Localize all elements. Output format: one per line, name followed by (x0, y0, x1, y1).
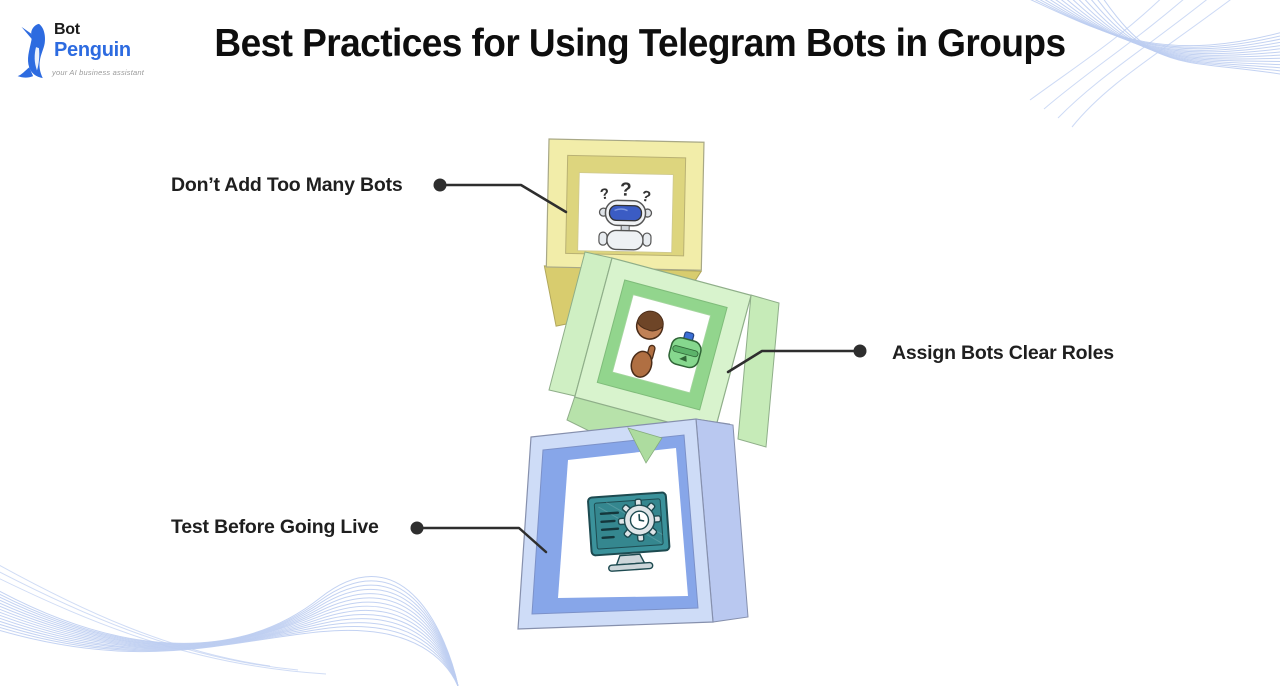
wave-decoration-bottom-left (0, 564, 459, 686)
practice-label-test-before-going-live: Test Before Going Live (171, 516, 379, 538)
green-box-bottom-corner (627, 427, 663, 464)
monitor-testing-icon (587, 491, 671, 572)
connector-dot-2 (853, 344, 867, 358)
page-title: Best Practices for Using Telegram Bots i… (214, 22, 1066, 65)
practice-label-assign-bots-clear-roles: Assign Bots Clear Roles (892, 342, 1114, 364)
wave-decoration-top-right (1029, 0, 1280, 128)
connector-line-3 (415, 526, 548, 554)
practice-label-dont-add-too-many-bots: Don’t Add Too Many Bots (171, 174, 403, 196)
logo-tagline: your AI business assistant (52, 68, 145, 77)
connector-dot-1 (433, 178, 447, 192)
connector-line-2 (726, 349, 862, 374)
connector-dot-3 (410, 521, 424, 535)
practice-box-yellow: ? ? ? (543, 138, 705, 327)
confused-robot-icon: ? ? ? (598, 179, 652, 251)
svg-text:?: ? (620, 179, 632, 200)
svg-text:?: ? (640, 188, 652, 206)
logo-text-bot: Bot (54, 21, 80, 38)
botpenguin-logo: Bot Penguin your AI business assistant (14, 20, 146, 82)
practice-box-blue (517, 418, 749, 630)
svg-text:?: ? (599, 185, 611, 203)
logo-text-penguin: Penguin (54, 39, 131, 61)
person-assigning-robot-icon (630, 310, 702, 378)
penguin-icon (17, 23, 46, 79)
connector-line-1 (438, 183, 568, 214)
